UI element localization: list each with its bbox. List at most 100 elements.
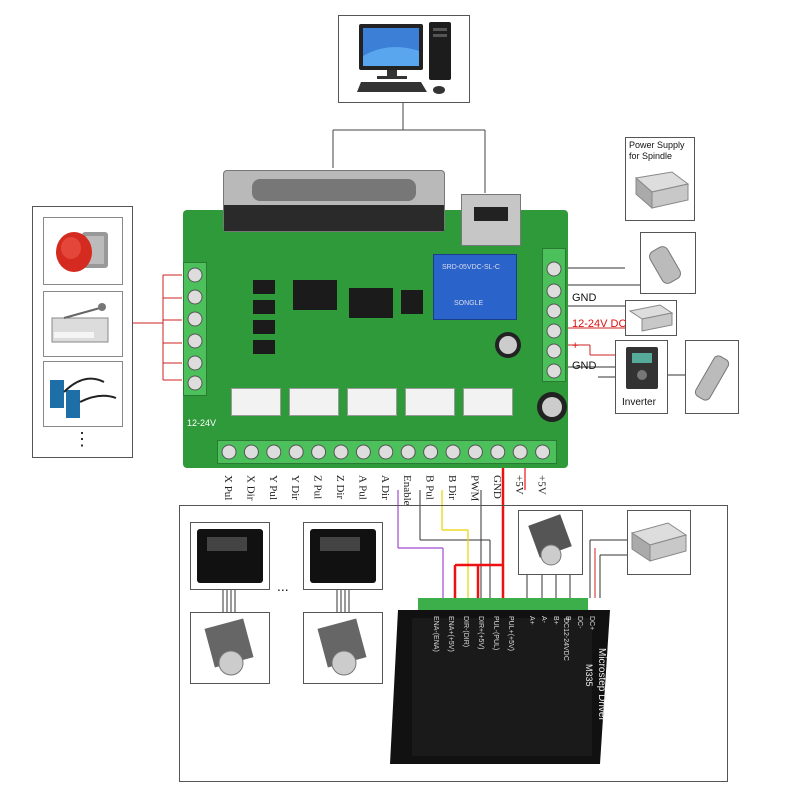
connector-z xyxy=(347,388,397,416)
terminal-screw xyxy=(243,444,259,460)
terminal-label: B Dir xyxy=(446,475,458,500)
driver-pin-label: ENA+(+5V) xyxy=(447,616,454,652)
connector-a xyxy=(405,388,455,416)
emergency-stop-switch xyxy=(43,217,123,285)
limit-switch xyxy=(43,291,123,357)
board-voltage-label: 12-24V xyxy=(187,418,217,428)
terminal-screw xyxy=(221,444,237,460)
input-terminal-block xyxy=(183,262,207,396)
breakout-board: SRD-05VDC-SL-C SONGLE 12-24V xyxy=(183,170,568,468)
dc-label: 12-24V DC xyxy=(572,318,627,330)
terminal-screw xyxy=(288,444,304,460)
capacitor-2 xyxy=(537,392,567,422)
terminal-label: Enable xyxy=(401,475,414,506)
proximity-sensors xyxy=(43,361,123,427)
terminal-label: +5V xyxy=(513,475,526,495)
terminal-label: Z Dir xyxy=(334,475,346,500)
terminal-screw xyxy=(311,444,327,460)
power-supply-icon xyxy=(628,304,674,332)
terminal-screw xyxy=(445,444,461,460)
usb-port xyxy=(461,194,521,246)
spindle-icon xyxy=(649,246,681,284)
gnd-label-mid: GND xyxy=(572,360,597,372)
relay-terminal-block xyxy=(542,248,566,382)
terminal-label: X Pul xyxy=(222,475,234,501)
driver-motor-pin-label: B- xyxy=(564,616,571,623)
terminal-label: Y Pul xyxy=(266,475,279,500)
driver-pin-label: ENA-(ENA) xyxy=(432,616,439,652)
terminal-screw xyxy=(400,444,416,460)
terminal-label: +5V xyxy=(535,475,548,495)
computer-icon xyxy=(357,22,451,94)
terminal-screw xyxy=(355,444,371,460)
inverter-panel: Inverter xyxy=(615,340,668,414)
stepper-driver-1 xyxy=(190,522,270,590)
ic-chip-3 xyxy=(401,290,423,314)
terminal-screw xyxy=(333,444,349,460)
stepper-motor-2 xyxy=(303,612,383,684)
capacitor-1 xyxy=(495,332,521,358)
inverter-icon xyxy=(626,347,658,389)
terminal-label: Y Dir xyxy=(289,475,302,500)
ic-chip-2 xyxy=(349,288,393,318)
driver-power-supply xyxy=(627,510,691,575)
spindle-motor-2 xyxy=(685,340,739,414)
stepper-driver-2 xyxy=(303,522,383,590)
terminal-screw xyxy=(266,444,282,460)
connector-y xyxy=(289,388,339,416)
microstep-driver: Microstep Driver M335 DC12-24VDC ENA-(EN… xyxy=(388,598,614,766)
driver-motor-pin-label: A+ xyxy=(528,616,535,625)
driver-motor-pin-label: B+ xyxy=(552,616,559,625)
ellipsis: ... xyxy=(277,578,289,594)
inputs-panel: ⋮ xyxy=(32,206,133,458)
terminal-screw xyxy=(490,444,506,460)
dc-power-supply xyxy=(625,300,677,336)
more-inputs-ellipsis: ⋮ xyxy=(73,429,95,449)
db25-connector xyxy=(223,170,445,232)
output-terminal-block xyxy=(217,440,557,464)
terminal-screw xyxy=(535,444,551,460)
stepper-motor-icon xyxy=(204,618,254,676)
driver-motor-pin-label: A- xyxy=(540,616,547,623)
stepper-motor-icon xyxy=(317,618,367,676)
stepper-motor-1 xyxy=(190,612,270,684)
terminal-label: A Pul xyxy=(356,475,369,500)
terminal-screw xyxy=(467,444,483,460)
connector-x xyxy=(231,388,281,416)
driver-pin-label: DIR-(DIR) xyxy=(462,616,469,648)
driver-motor-pin-label: DC+ xyxy=(588,616,595,631)
spindle-motor xyxy=(640,232,696,294)
terminal-label: B Pul xyxy=(423,475,436,500)
power-supply-icon xyxy=(630,522,688,562)
terminal-screw xyxy=(423,444,439,460)
terminal-label: Z Pul xyxy=(311,475,324,500)
gnd-label-top: GND xyxy=(572,292,597,304)
input-wires xyxy=(133,274,182,381)
driver-icon xyxy=(197,529,263,583)
terminal-label: PWM xyxy=(468,475,481,502)
driver-spec: DC12-24VDC xyxy=(562,618,569,661)
spindle-power-supply: Power Supply for Spindle xyxy=(625,137,695,221)
terminal-label: GND xyxy=(490,475,503,499)
driver-title: Microstep Driver xyxy=(596,648,607,721)
driver-model: M335 xyxy=(584,664,594,687)
terminal-screw xyxy=(378,444,394,460)
driver-pin-label: PUL+(+5V) xyxy=(507,616,514,652)
driver-pin-label: PUL-(PUL) xyxy=(492,616,499,651)
stepper-motor-main xyxy=(518,510,583,575)
stepper-motor-icon xyxy=(528,514,572,566)
terminal-screw xyxy=(512,444,528,460)
optocouplers xyxy=(253,280,277,370)
microstep-driver-body xyxy=(390,598,610,764)
driver-pin-label: DIR+(+5V) xyxy=(477,616,484,650)
power-supply-icon xyxy=(634,171,690,210)
computer-panel xyxy=(338,15,470,103)
drivers-panel xyxy=(179,505,728,782)
terminal-label: X Dir xyxy=(244,475,257,501)
connector-b xyxy=(463,388,513,416)
driver-icon xyxy=(310,529,376,583)
ic-chip-1 xyxy=(293,280,337,310)
driver-motor-pin-label: DC- xyxy=(576,616,583,629)
relay: SRD-05VDC-SL-C SONGLE xyxy=(433,254,517,320)
